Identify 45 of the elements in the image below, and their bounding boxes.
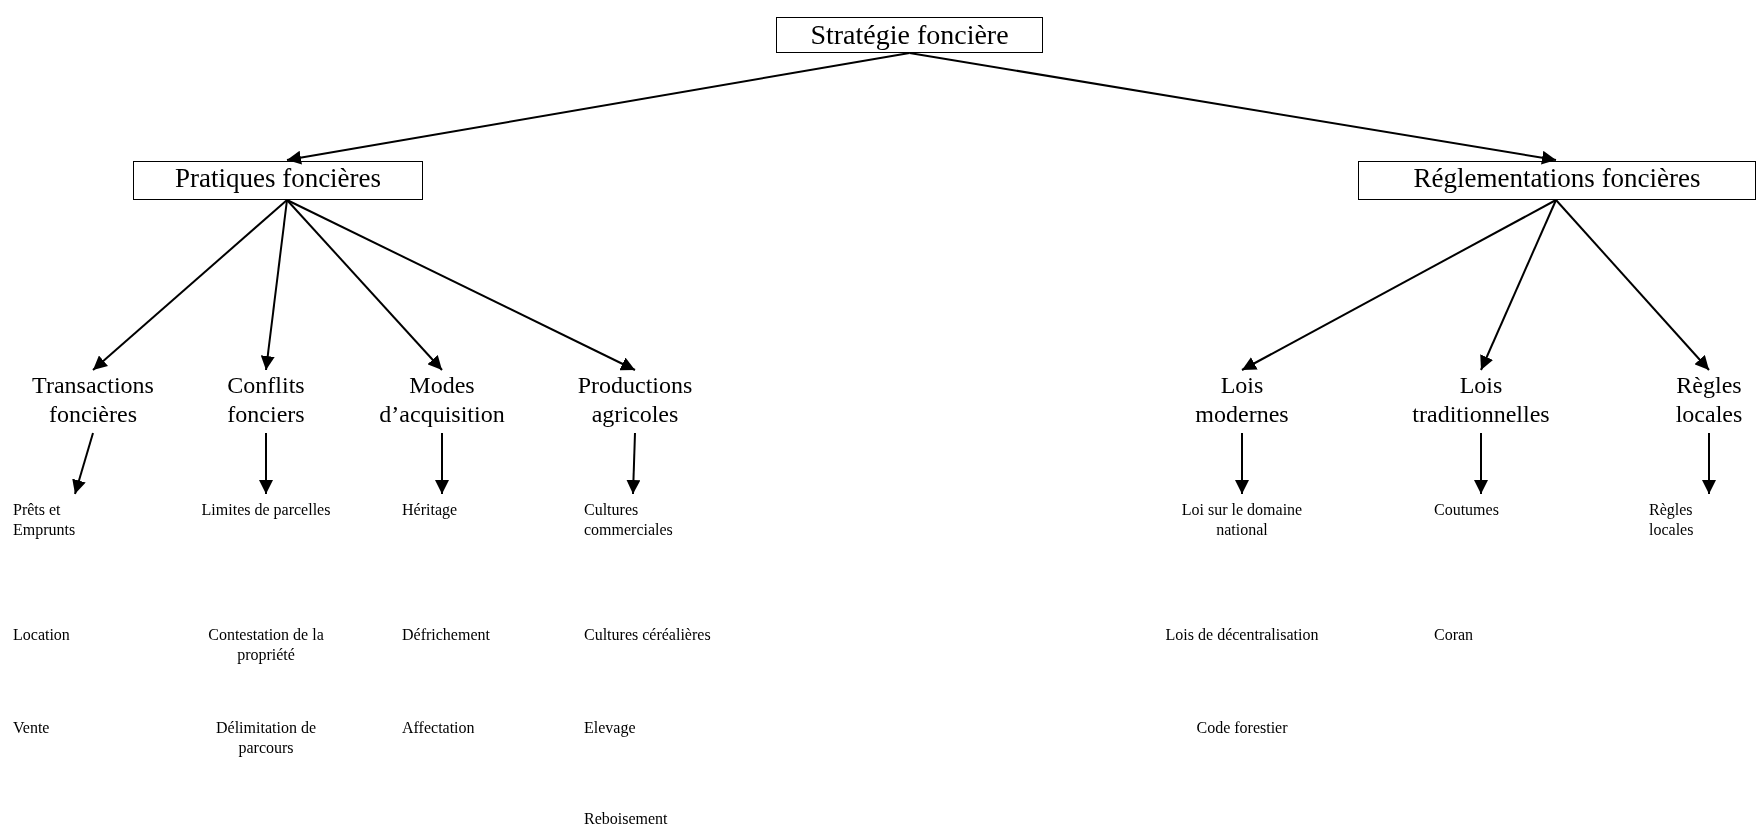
list-item: Règles locales: [1649, 500, 1695, 540]
arrow: [72, 432, 94, 495]
heading-box: Stratégie foncière: [776, 17, 1043, 53]
arrow: [435, 432, 449, 495]
category-label: Lois modernes: [1182, 371, 1302, 433]
list-item: Coran: [1434, 625, 1475, 645]
list-item: Défrichement: [402, 625, 491, 645]
list-item: Prêts et Emprunts: [13, 500, 77, 540]
category-label: Modes d’acquisition: [362, 371, 522, 433]
list-item: Contestation de la propriété: [207, 625, 325, 665]
list-item: Affectation: [402, 718, 476, 738]
arrow: [908, 52, 1557, 165]
arrow: [286, 199, 636, 371]
arrow: [286, 52, 911, 165]
arrow: [286, 199, 443, 371]
list-item: Héritage: [402, 500, 459, 520]
arrow: [1474, 432, 1488, 495]
category-label: Productions agricoles: [550, 371, 720, 433]
list-item: Vente: [13, 718, 51, 738]
list-item: Cultures céréalières: [584, 625, 712, 645]
list-item: Loi sur le domaine national: [1180, 500, 1304, 540]
category-label: Règles locales: [1659, 371, 1759, 433]
list-item: Lois de décentralisation: [1164, 625, 1320, 645]
list-item: Elevage: [584, 718, 637, 738]
category-label: Lois traditionnelles: [1396, 371, 1566, 433]
heading-box: Pratiques foncières: [133, 161, 423, 200]
category-label: Conflits fonciers: [206, 371, 326, 433]
arrow: [92, 199, 288, 371]
list-item: Délimitation de parcours: [215, 718, 317, 758]
heading-box: Réglementations foncières: [1358, 161, 1756, 200]
list-item: Coutumes: [1434, 500, 1500, 520]
arrow: [259, 432, 273, 495]
arrow: [1702, 432, 1716, 495]
arrow: [626, 432, 641, 495]
list-item: Cultures commerciales: [584, 500, 674, 540]
list-item: Reboisement: [584, 809, 669, 829]
arrow: [260, 199, 288, 371]
category-label: Transactions foncières: [8, 371, 178, 433]
list-item: Limites de parcelles: [200, 500, 332, 520]
arrow: [1480, 199, 1557, 371]
arrow: [1235, 432, 1249, 495]
list-item: Code forestier: [1195, 718, 1289, 738]
arrow: [1555, 199, 1710, 371]
arrow: [1241, 199, 1557, 371]
list-item: Location: [13, 625, 71, 645]
